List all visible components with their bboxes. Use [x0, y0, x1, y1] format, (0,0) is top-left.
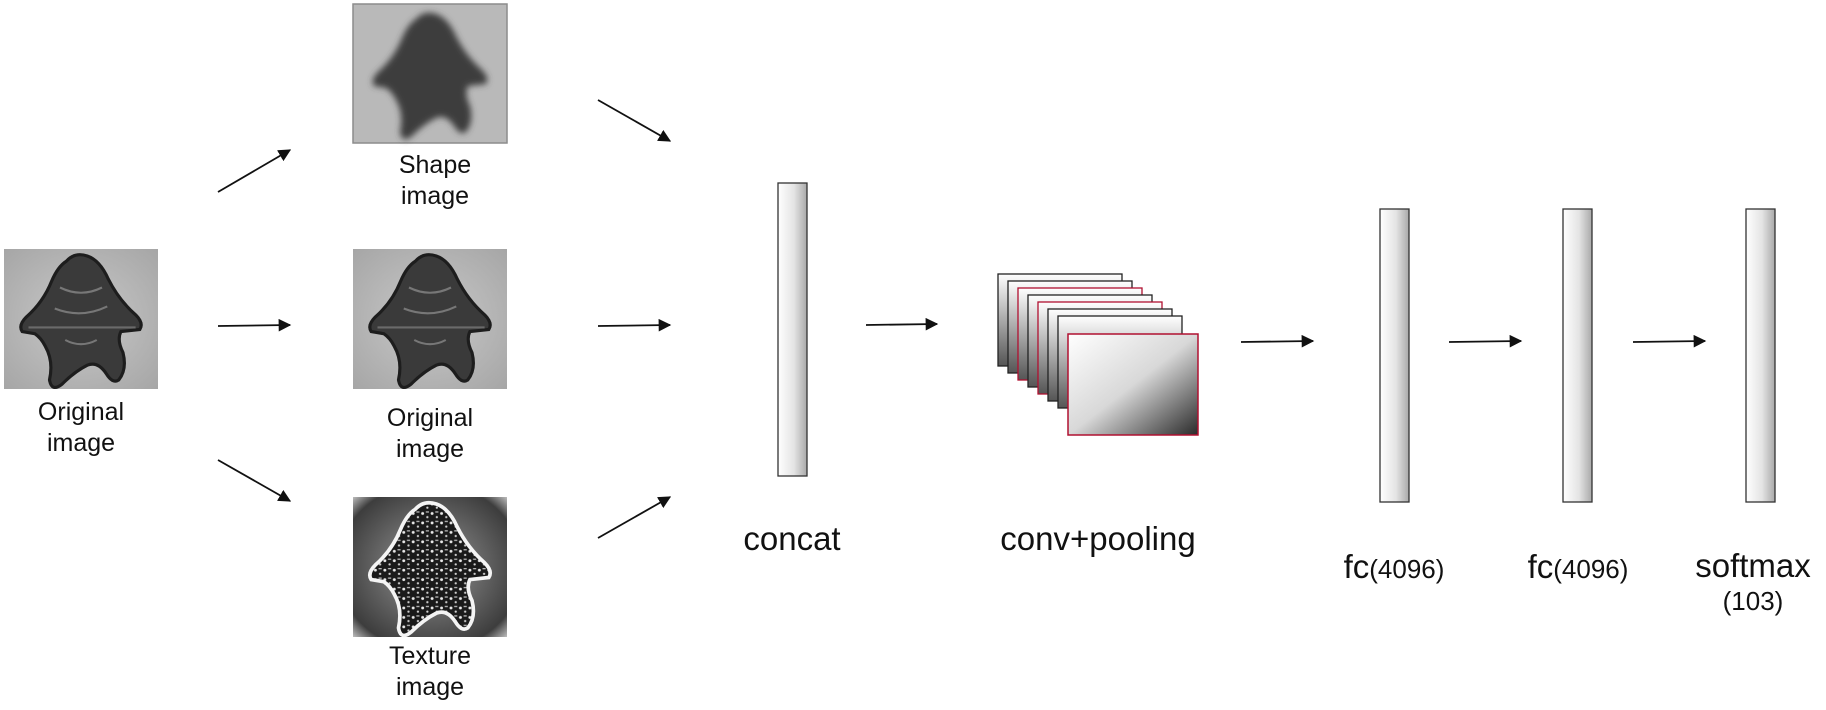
arrow-fc2-to-softmax — [1632, 334, 1707, 348]
label-original-middle: Original image — [353, 403, 507, 466]
label-conv-pooling: conv+pooling — [1000, 520, 1196, 557]
original-image-middle — [353, 249, 507, 390]
label-texture-line2: image — [395, 673, 465, 702]
label-fc1-name: fc — [1343, 548, 1370, 585]
label-fc2-param: (4096) — [1553, 554, 1629, 584]
softmax-layer-bar — [1745, 208, 1776, 503]
label-softmax-name: softmax — [1695, 547, 1811, 584]
label-original-left-line2: image — [46, 429, 116, 458]
arrow-shape-to-concat — [597, 99, 672, 142]
label-original-left: Original image — [4, 397, 158, 460]
label-concat: concat — [743, 520, 841, 557]
arrow-to-texture — [217, 459, 292, 502]
label-texture-line1: Texture — [389, 642, 471, 670]
label-shape: Shape image — [360, 150, 510, 213]
label-original-left-line1: Original — [37, 398, 125, 426]
label-softmax: softmax (103) — [1680, 546, 1826, 617]
label-original-middle-line2: image — [395, 435, 465, 464]
fc2-layer-bar — [1562, 208, 1593, 503]
arrow-original-to-concat — [597, 318, 672, 332]
label-fc1: fc(4096) — [1314, 546, 1474, 587]
label-fc2-name: fc — [1527, 548, 1554, 585]
concat-layer-bar — [777, 182, 808, 477]
label-fc1-param: (4096) — [1369, 554, 1445, 584]
label-shape-line2: image — [400, 182, 470, 211]
arrow-fc1-to-fc2 — [1448, 334, 1523, 348]
label-texture: Texture image — [353, 641, 507, 704]
shape-image — [352, 3, 508, 144]
arrow-concat-to-conv — [865, 317, 939, 331]
conv-feature-maps — [997, 273, 1199, 436]
label-original-middle-line1: Original — [386, 404, 474, 432]
arrow-conv-to-fc1 — [1240, 334, 1315, 348]
label-shape-line1: Shape — [398, 151, 472, 179]
label-softmax-param: (103) — [1722, 585, 1784, 616]
original-image-left — [4, 249, 158, 390]
arrow-to-original — [217, 318, 292, 332]
arrow-texture-to-concat — [597, 496, 672, 539]
arrow-to-shape — [217, 149, 292, 193]
label-fc2: fc(4096) — [1498, 546, 1658, 587]
texture-image — [353, 497, 507, 638]
fc1-layer-bar — [1379, 208, 1410, 503]
arrows — [217, 99, 1707, 539]
